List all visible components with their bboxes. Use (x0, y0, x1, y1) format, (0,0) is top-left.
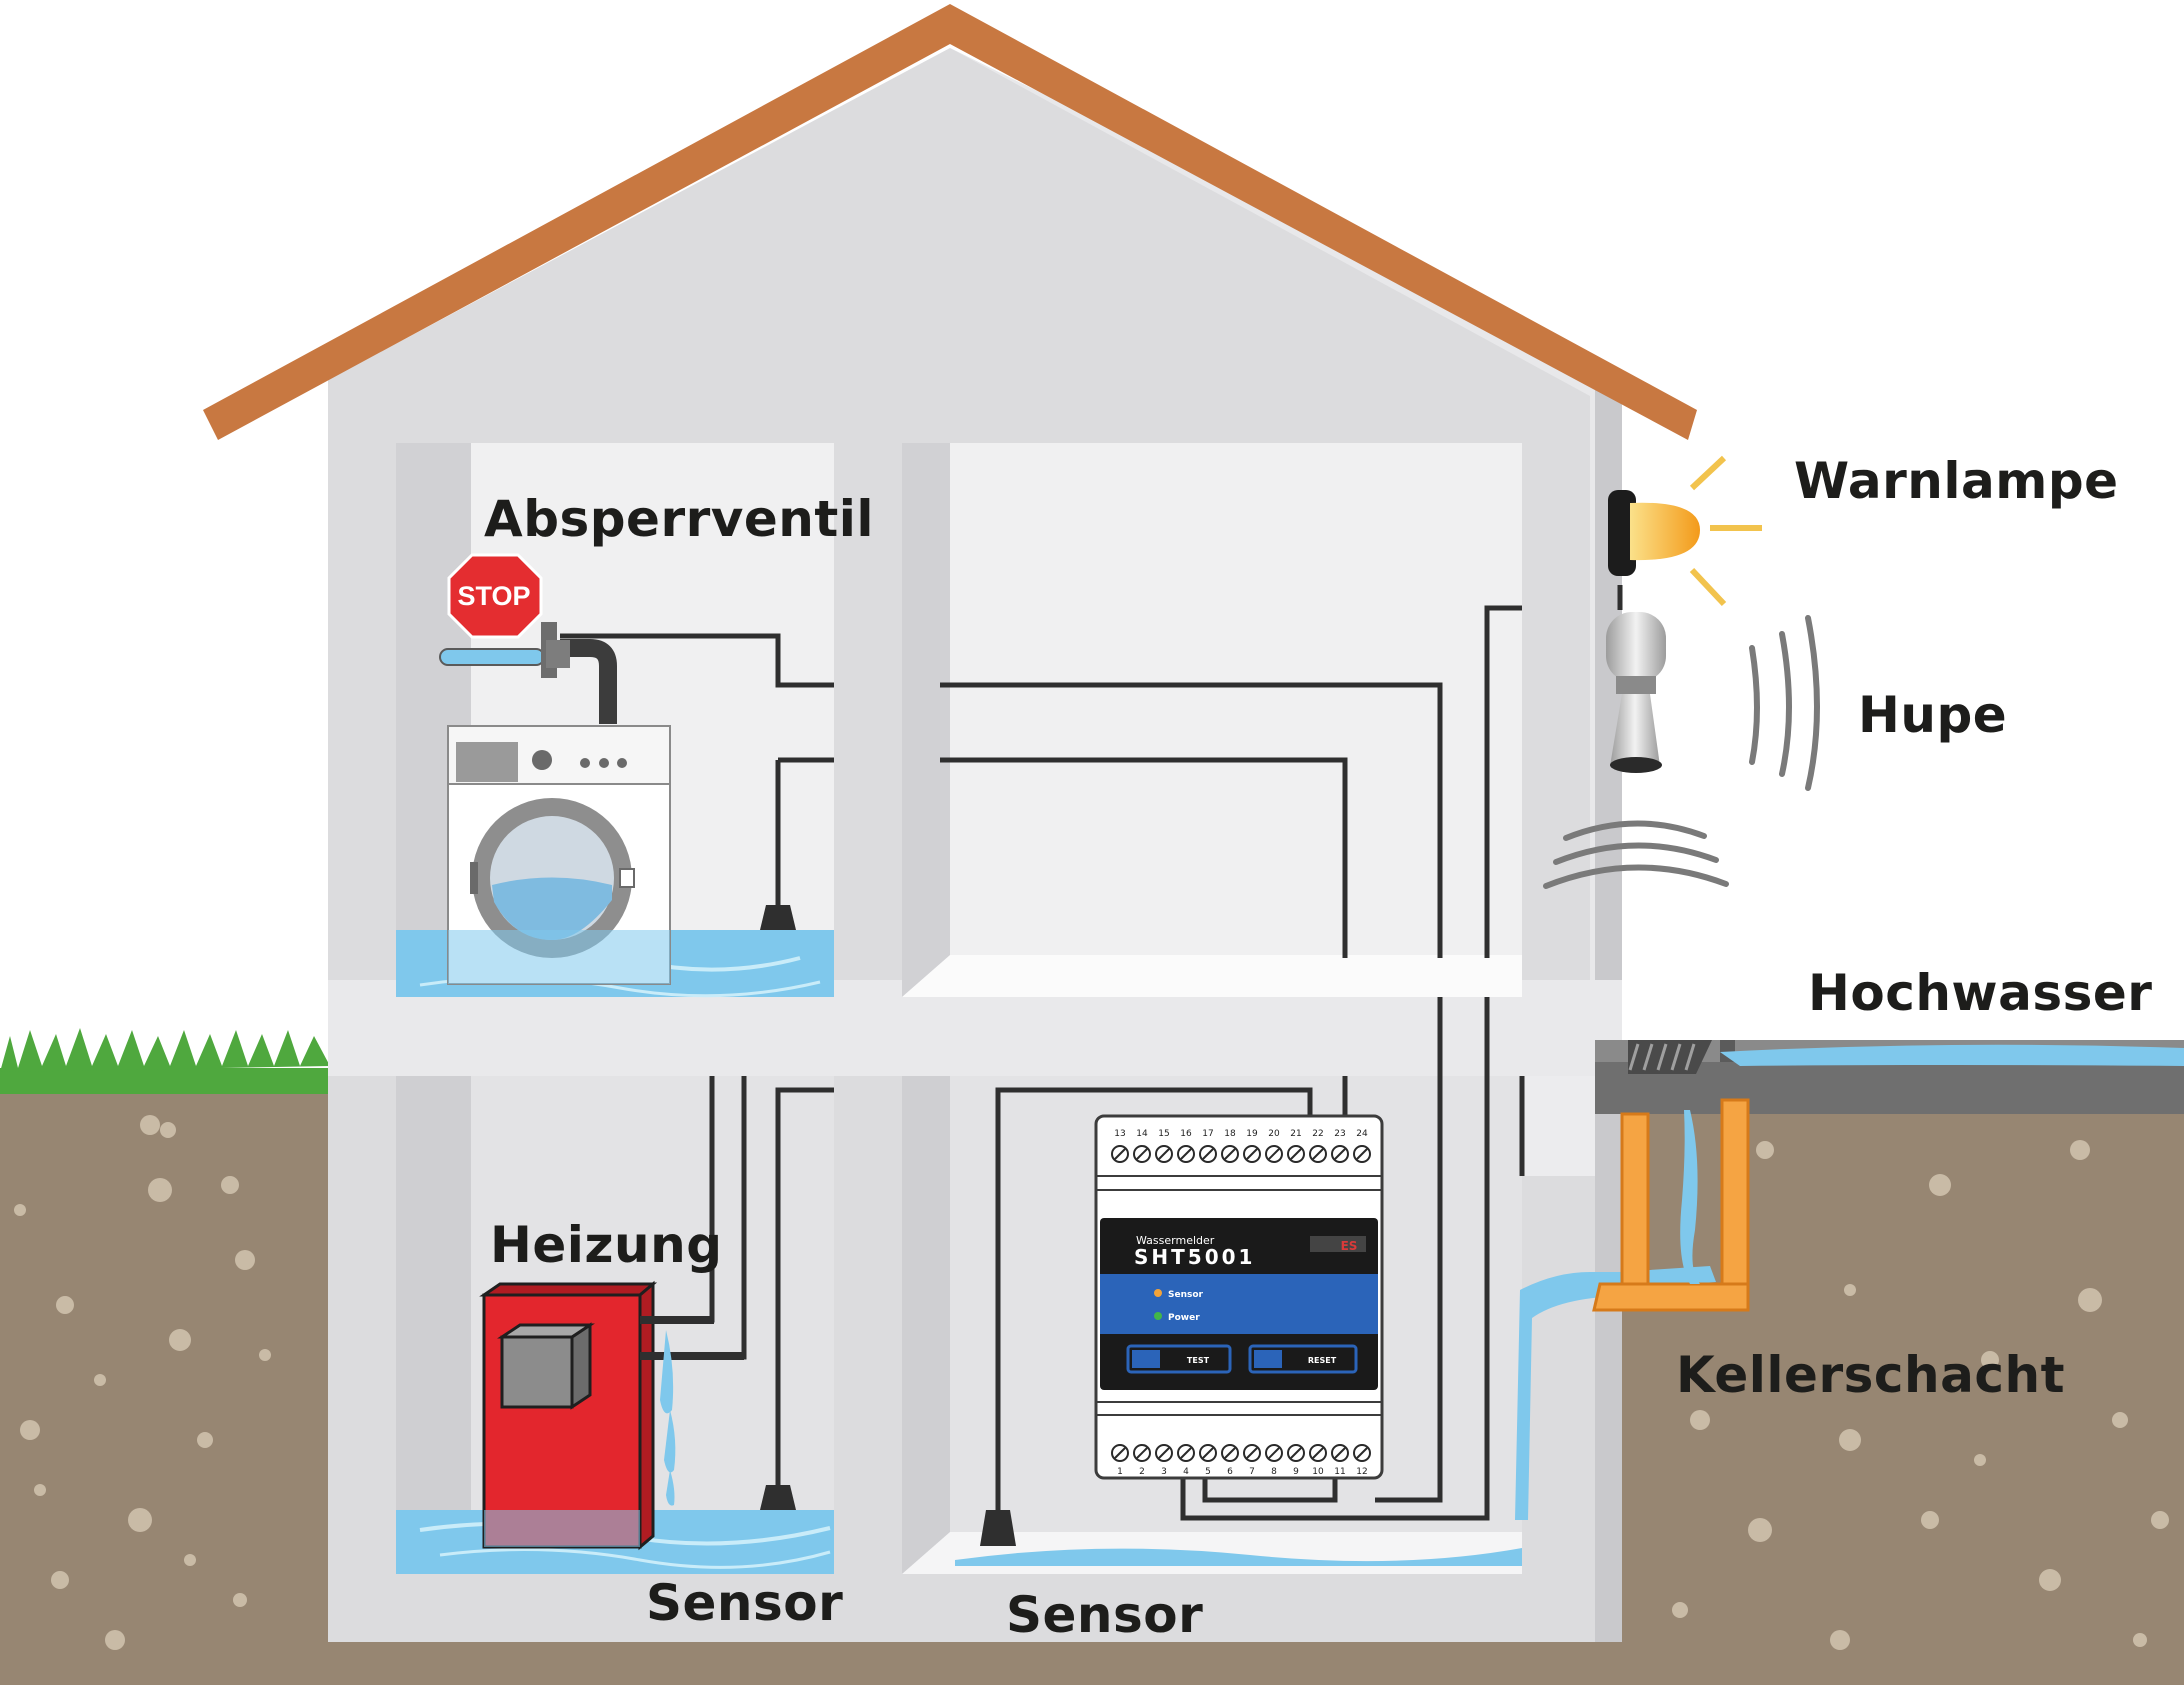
terminal-number: 20 (1268, 1129, 1280, 1139)
terminal-number: 10 (1312, 1467, 1324, 1477)
label-heizung: Heizung (490, 1216, 723, 1274)
label-sensor-right: Sensor (1006, 1586, 1204, 1644)
terminal-number: 23 (1334, 1129, 1345, 1139)
stop-sign-text: STOP (457, 581, 530, 611)
terminal-screw-slot (1202, 1148, 1214, 1160)
stop-sign-icon: STOP (447, 553, 543, 639)
terminal-screw-slot (1356, 1148, 1368, 1160)
terminal-screw-slot (1356, 1447, 1368, 1459)
device-subtitle: Wassermelder (1136, 1234, 1215, 1247)
terminal-number: 1 (1117, 1467, 1123, 1477)
label-kellerschacht: Kellerschacht (1676, 1346, 2065, 1404)
terminal-number: 9 (1293, 1467, 1299, 1477)
terminal-screw-slot (1136, 1447, 1148, 1459)
terminal-number: 24 (1356, 1129, 1368, 1139)
terminal-number: 19 (1246, 1129, 1258, 1139)
terminal-screw-slot (1290, 1447, 1302, 1459)
terminal-screw-slot (1312, 1148, 1324, 1160)
float-sensor-lower-left (760, 1485, 796, 1510)
terminal-screw-slot (1202, 1447, 1214, 1459)
terminal-number: 6 (1227, 1467, 1233, 1477)
terminal-screw-slot (1268, 1447, 1280, 1459)
terminal-screw-slot (1312, 1447, 1324, 1459)
terminal-number: 13 (1114, 1129, 1125, 1139)
shutoff-valve (439, 622, 617, 724)
reset-button-label: RESET (1308, 1356, 1337, 1365)
terminal-number: 14 (1136, 1129, 1148, 1139)
terminal-screw-slot (1136, 1148, 1148, 1160)
label-hochwasser: Hochwasser (1808, 964, 2153, 1022)
terminal-screw-slot (1114, 1148, 1126, 1160)
terminal-screw-slot (1334, 1148, 1346, 1160)
terminal-number: 4 (1183, 1467, 1189, 1477)
float-sensor-lower-right (980, 1510, 1016, 1546)
terminal-screw-slot (1268, 1148, 1280, 1160)
terminal-number: 15 (1158, 1129, 1169, 1139)
terminal-number: 17 (1202, 1129, 1213, 1139)
label-hupe: Hupe (1858, 686, 2008, 744)
terminal-number: 11 (1334, 1467, 1345, 1477)
terminal-number: 3 (1161, 1467, 1167, 1477)
terminal-number: 18 (1224, 1129, 1236, 1139)
basement-shaft (1592, 1040, 2184, 1312)
led-power-label: Power (1168, 1313, 1200, 1323)
room-upper-right (902, 443, 1522, 997)
led-power-icon (1154, 1312, 1162, 1320)
terminal-screw-slot (1180, 1447, 1192, 1459)
terminal-number: 16 (1180, 1129, 1192, 1139)
heater (479, 1280, 744, 1551)
terminal-screw-slot (1224, 1447, 1236, 1459)
terminal-number: 2 (1139, 1467, 1145, 1477)
water-lower-right (902, 1532, 1522, 1574)
led-sensor-label: Sensor (1168, 1290, 1204, 1300)
label-sensor-left: Sensor (646, 1574, 844, 1632)
device-model: SHT5001 (1134, 1245, 1255, 1269)
reset-icon (1254, 1350, 1282, 1368)
terminal-number: 22 (1312, 1129, 1323, 1139)
horn-icon (1606, 612, 1666, 773)
brand-logo-icon (1310, 1236, 1366, 1252)
terminal-screw-slot (1114, 1447, 1126, 1459)
terminal-screw-slot (1290, 1148, 1302, 1160)
sensor-wires (560, 585, 1623, 1521)
terminal-number: 5 (1205, 1467, 1211, 1477)
float-sensor-upper (760, 905, 796, 930)
sound-waves-icon (1543, 615, 1820, 889)
terminal-number: 7 (1249, 1467, 1255, 1477)
water-drips (660, 1330, 676, 1506)
soil-pebbles (14, 1115, 2169, 1650)
label-warnlampe: Warnlampe (1794, 452, 2119, 510)
terminal-screw-slot (1158, 1148, 1170, 1160)
test-button-label: TEST (1187, 1356, 1210, 1365)
terminal-screw-slot (1158, 1447, 1170, 1459)
terminal-number: 8 (1271, 1467, 1277, 1477)
terminal-screw-slot (1246, 1148, 1258, 1160)
terminal-screw-slot (1246, 1447, 1258, 1459)
warning-lamp-icon (1608, 455, 1762, 607)
terminal-number: 21 (1290, 1129, 1301, 1139)
terminal-row-top: 13 14 15 16 17 18 19 20 21 22 23 24 (1111, 1129, 1371, 1163)
brand-logo-text: ES (1341, 1239, 1358, 1253)
washing-machine (447, 725, 671, 985)
led-sensor-icon (1154, 1289, 1162, 1297)
terminal-screw-slot (1180, 1148, 1192, 1160)
terminal-screw-slot (1224, 1148, 1236, 1160)
wrench-icon (1132, 1350, 1160, 1368)
terminal-screw-slot (1334, 1447, 1346, 1459)
terminal-number: 12 (1356, 1467, 1367, 1477)
label-absperrventil: Absperrventil (484, 490, 875, 548)
